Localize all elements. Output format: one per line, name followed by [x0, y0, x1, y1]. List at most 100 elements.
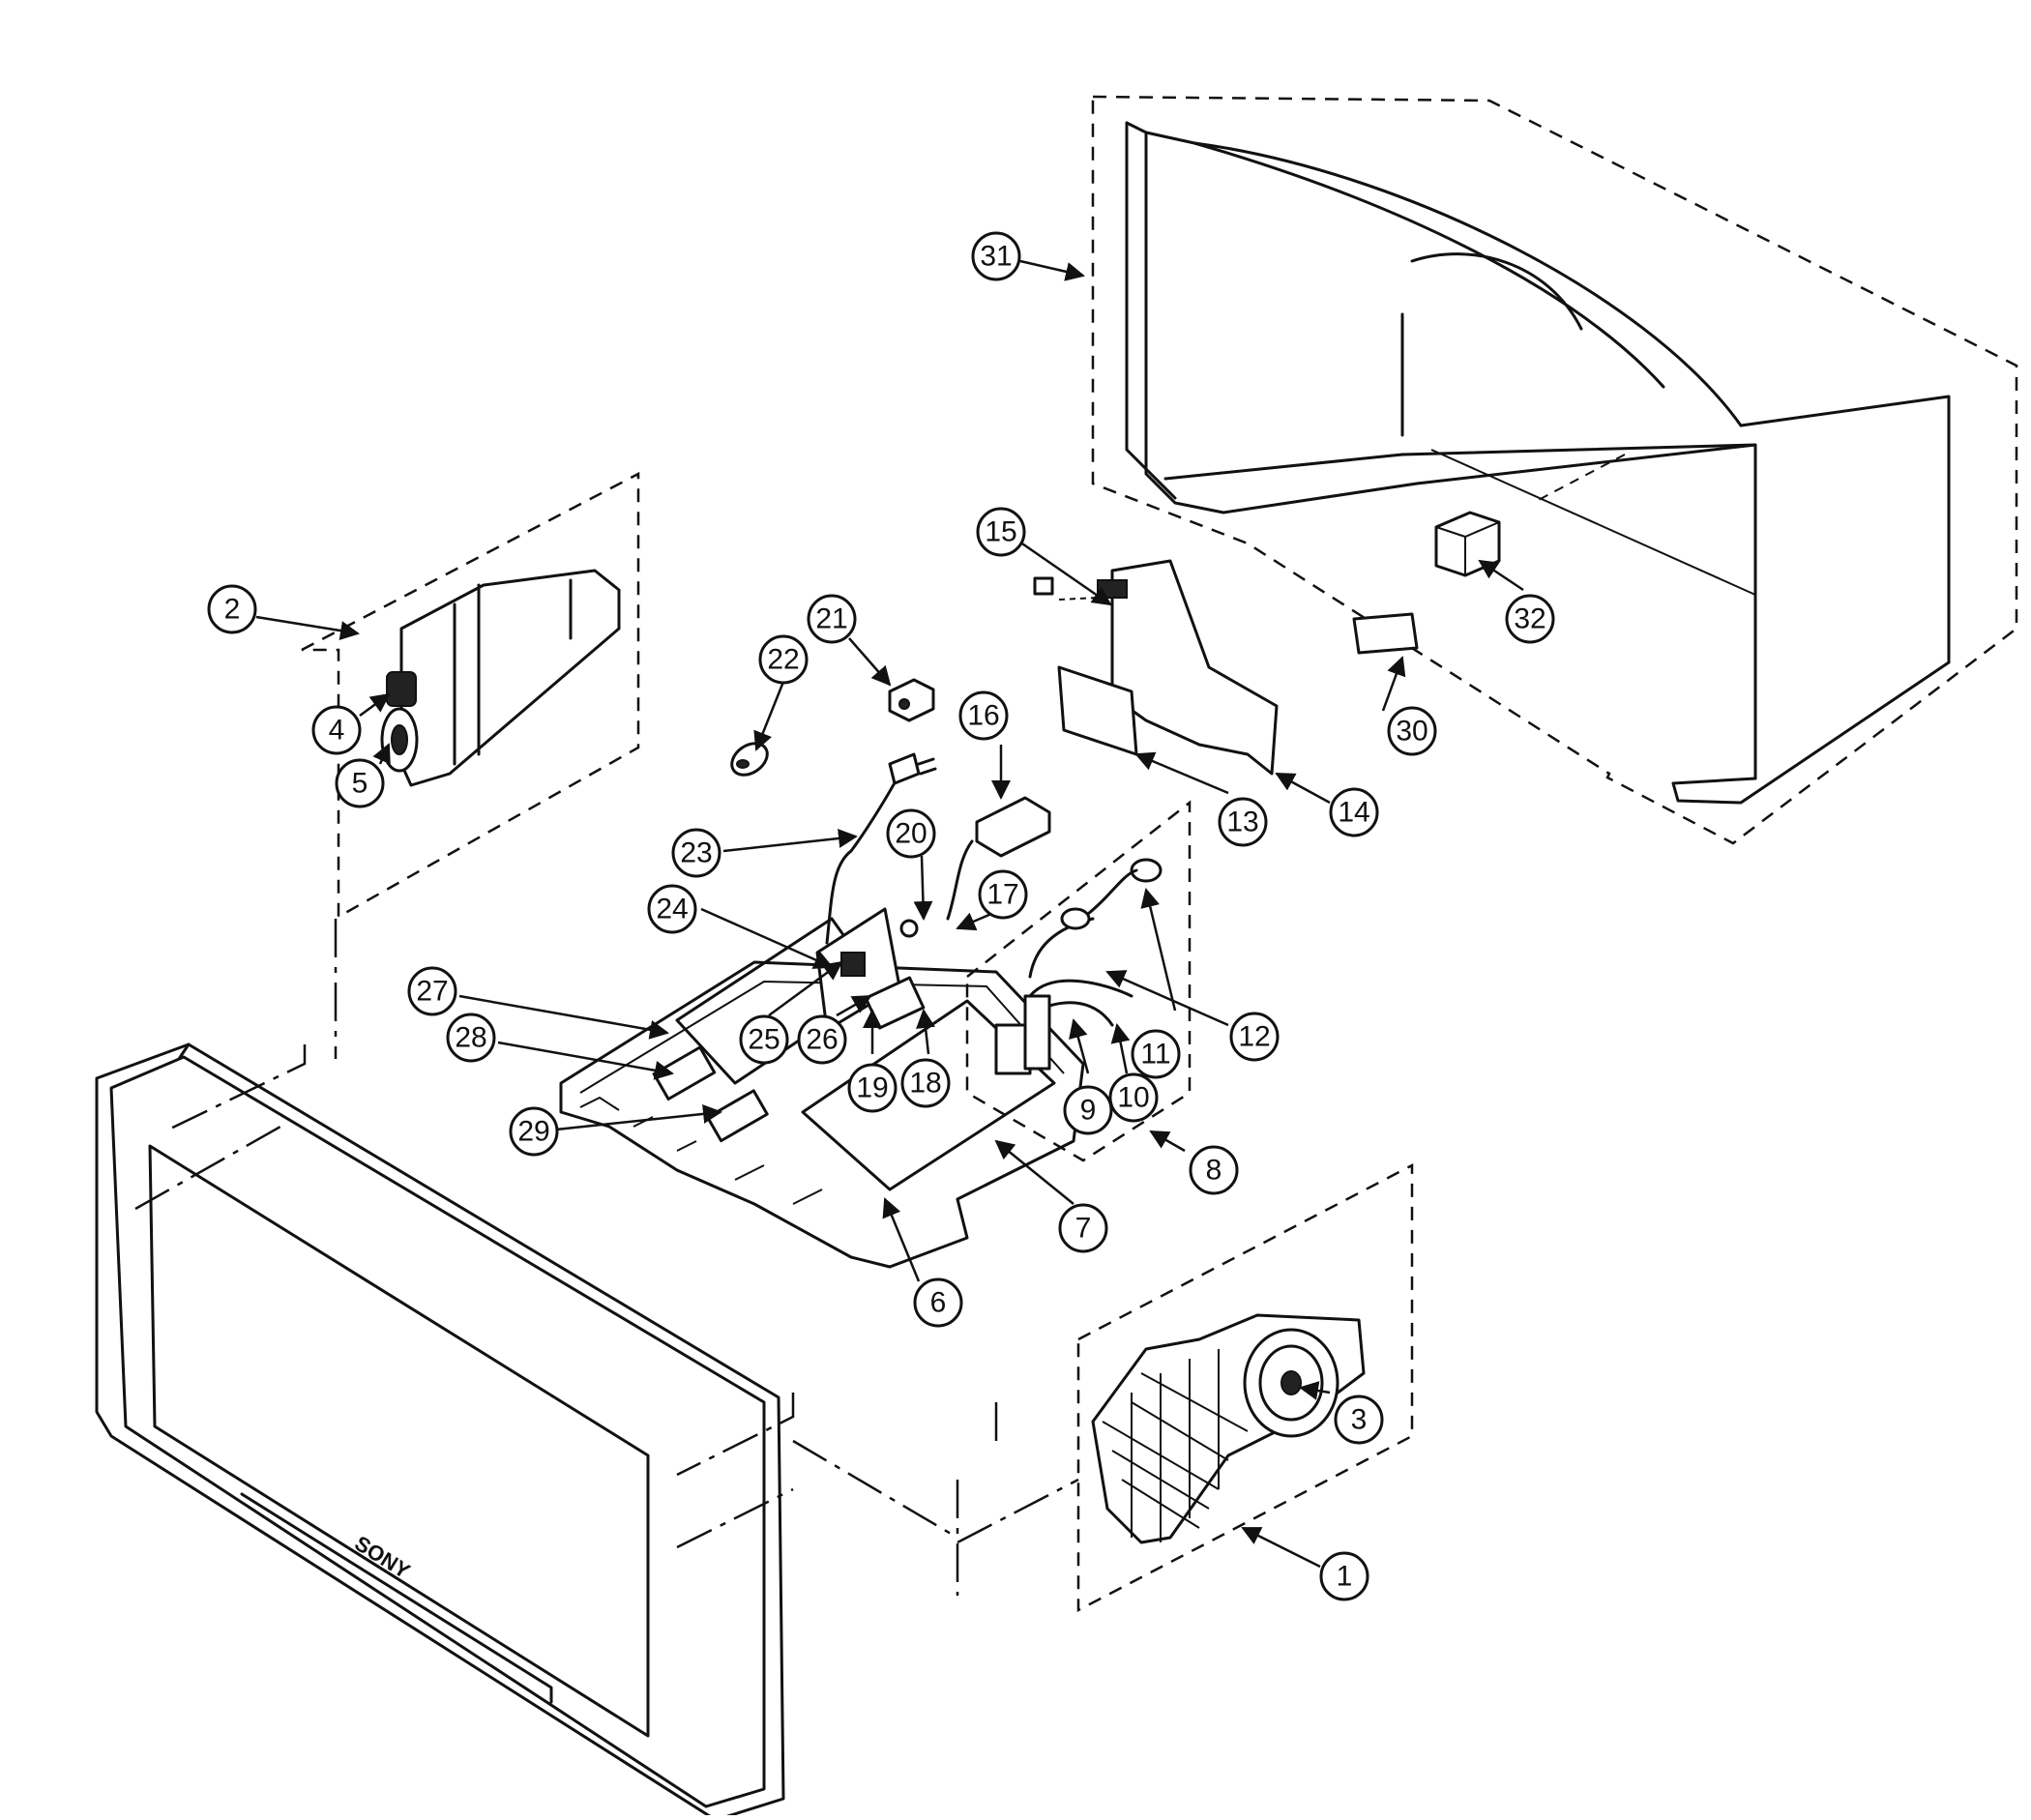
svg-text:8: 8 — [1206, 1155, 1222, 1187]
part-20-washer — [899, 919, 919, 938]
svg-text:27: 27 — [416, 976, 448, 1008]
part-5-woofer-cone — [391, 724, 408, 755]
part-32-block — [1434, 511, 1501, 577]
callout-1: 1 — [1319, 1551, 1369, 1601]
svg-text:14: 14 — [1338, 797, 1369, 829]
svg-text:16: 16 — [967, 700, 999, 732]
callout-5: 5 — [335, 758, 385, 808]
svg-text:15: 15 — [985, 516, 1016, 548]
left-speaker-dashed-outline — [301, 471, 640, 920]
callout-8: 8 — [1189, 1145, 1239, 1195]
callout-22: 22 — [758, 634, 809, 685]
part-21-ferrite — [888, 678, 935, 722]
part-29-module — [706, 1089, 769, 1143]
callout-20: 20 — [886, 808, 936, 859]
rear-cabinet-left-edge — [1125, 121, 1177, 500]
callout-14: 14 — [1329, 787, 1379, 837]
part-23-prongs — [917, 757, 937, 776]
bezel-link-mid — [134, 1125, 281, 1211]
callout-32: 32 — [1505, 594, 1555, 644]
svg-text:7: 7 — [1075, 1213, 1092, 1245]
callout-18: 18 — [900, 1058, 951, 1108]
rear-cabinet-top-right — [1739, 395, 1951, 664]
svg-text:21: 21 — [815, 603, 847, 635]
front-screen — [148, 1144, 650, 1738]
chassis-tray-vents — [579, 1096, 823, 1205]
callout-15: 15 — [976, 507, 1026, 557]
callout-4: 4 — [311, 705, 362, 755]
part-16-block — [975, 796, 1051, 858]
rear-cabinet-front-edge — [1125, 121, 1757, 780]
part-20-lead — [946, 839, 974, 921]
callout-3: 3 — [1334, 1394, 1384, 1445]
leader-lines — [255, 259, 1524, 1569]
part-25-component — [840, 952, 866, 977]
part-4-tweeter — [386, 671, 417, 707]
callout-29: 29 — [509, 1106, 559, 1157]
svg-text:2: 2 — [224, 594, 241, 626]
part-23-power-cord — [825, 772, 901, 945]
part-22-ferrite-core — [730, 742, 769, 777]
callout-17: 17 — [978, 869, 1028, 920]
svg-text:31: 31 — [980, 241, 1012, 273]
callout-23: 23 — [671, 828, 721, 878]
right-speaker-link-b — [792, 1439, 958, 1540]
front-bezel-rim — [109, 1055, 766, 1808]
callout-25: 25 — [739, 1014, 789, 1065]
left-speaker-assembly — [301, 471, 640, 1059]
part-8-dashed-outline — [965, 800, 1192, 1162]
callout-21: 21 — [807, 594, 857, 644]
part-23-plug — [888, 752, 921, 785]
callout-19: 19 — [847, 1063, 898, 1113]
bezel-link-right-bot — [676, 1487, 794, 1549]
svg-text:9: 9 — [1080, 1095, 1097, 1127]
callout-6: 6 — [913, 1277, 963, 1328]
callout-31: 31 — [971, 231, 1021, 281]
part-11-lead — [1086, 868, 1138, 916]
svg-text:12: 12 — [1238, 1021, 1270, 1053]
rear-boards — [1033, 559, 1279, 776]
rear-cabinet-seam — [1430, 449, 1756, 596]
part-10-cable-b — [1047, 1001, 1114, 1027]
callout-13: 13 — [1218, 797, 1268, 847]
rear-cabinet — [1091, 95, 2018, 845]
brand-logo: SONY — [350, 1531, 414, 1583]
front-bezel-outer — [95, 1042, 785, 1820]
part-12-ring — [1060, 907, 1091, 930]
svg-text:22: 22 — [767, 644, 799, 676]
callout-10: 10 — [1108, 1072, 1159, 1123]
left-speaker-ribs — [453, 578, 573, 766]
rear-cabinet-dashed-outline — [1091, 95, 2018, 845]
bezel-link-top — [163, 1044, 307, 1133]
part-28-module — [652, 1045, 717, 1101]
board-7 — [801, 999, 1056, 1191]
svg-text:18: 18 — [909, 1068, 941, 1100]
bezel-link-right-top — [676, 1393, 795, 1477]
part-15-screw — [1033, 576, 1054, 596]
callout-9: 9 — [1063, 1085, 1113, 1135]
part-15-jack — [1097, 579, 1128, 599]
callout-11: 11 — [1131, 1029, 1181, 1079]
part-3-speaker-cap — [1280, 1370, 1302, 1395]
callout-12: 12 — [1229, 1012, 1280, 1062]
svg-text:28: 28 — [455, 1022, 486, 1054]
svg-text:10: 10 — [1117, 1082, 1149, 1114]
svg-text:6: 6 — [930, 1287, 947, 1319]
rear-cabinet-top-curve — [1144, 131, 1743, 427]
callout-16: 16 — [958, 690, 1009, 741]
svg-text:30: 30 — [1396, 716, 1428, 748]
svg-text:11: 11 — [1140, 1039, 1170, 1071]
left-speaker-body — [399, 569, 621, 787]
svg-text:24: 24 — [656, 894, 688, 925]
rear-cabinet-recess — [1410, 252, 1583, 331]
svg-text:4: 4 — [329, 715, 345, 747]
callout-30: 30 — [1387, 706, 1437, 756]
right-speaker-assembly — [792, 1162, 1414, 1613]
callout-28: 28 — [446, 1013, 496, 1063]
part-30-label-plate — [1352, 612, 1419, 655]
svg-text:1: 1 — [1337, 1561, 1353, 1593]
front-bezel: SONY — [95, 1042, 795, 1820]
chassis-tray — [559, 678, 1192, 1269]
